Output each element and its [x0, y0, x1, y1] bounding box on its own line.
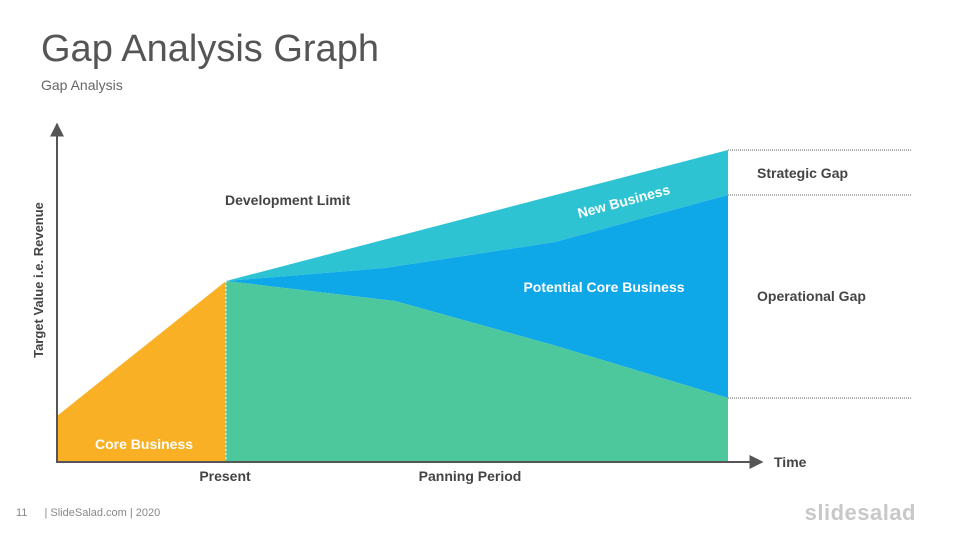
- planning-period-label: Panning Period: [419, 468, 522, 484]
- slide-title: Gap Analysis Graph: [41, 28, 379, 70]
- brand-logo: slidesalad: [804, 500, 916, 525]
- footer-credit: | SlideSalad.com | 2020: [44, 507, 161, 519]
- y-axis-label: Target Value i.e. Revenue: [31, 202, 46, 358]
- development-limit-label: Development Limit: [225, 192, 351, 208]
- footer: 11 | SlideSalad.com | 2020: [16, 507, 160, 519]
- core-business-area: [57, 281, 226, 462]
- x-axis-label: Time: [774, 454, 807, 470]
- strategic-gap-label: Strategic Gap: [757, 165, 848, 181]
- slide-subtitle: Gap Analysis: [41, 77, 123, 93]
- present-label: Present: [199, 468, 251, 484]
- core-business-label: Core Business: [95, 436, 193, 452]
- page-number: 11: [16, 507, 28, 519]
- new-business-area: [226, 150, 728, 281]
- potential-core-business-area: [226, 195, 728, 398]
- declining-core-business-area: [226, 281, 728, 462]
- operational-gap-label: Operational Gap: [757, 288, 866, 304]
- potential-core-business-label: Potential Core Business: [523, 279, 684, 295]
